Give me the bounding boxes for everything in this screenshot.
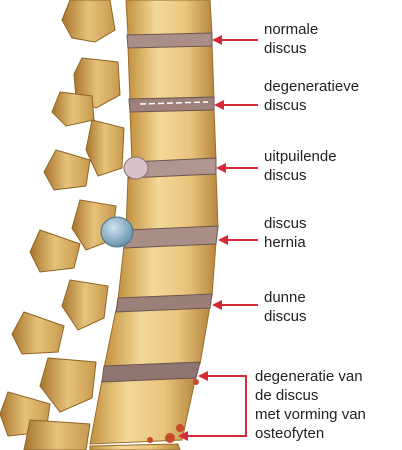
label-bulging-disc: uitpuilende discus	[264, 147, 337, 185]
label-normal-disc: normale discus	[264, 20, 318, 58]
label-thin-disc: dunne discus	[264, 288, 307, 326]
arrow-bracket	[186, 376, 246, 436]
label-hernia: discus hernia	[264, 214, 307, 252]
normal-disc	[127, 33, 212, 48]
herniated-disc	[124, 226, 218, 248]
label-degenerative-disc: degeneratieve discus	[264, 77, 359, 115]
hernia-blob	[101, 217, 133, 247]
disc-bulge	[124, 157, 148, 179]
label-osteophytes: degeneratie van de discus met vorming va…	[255, 367, 366, 443]
